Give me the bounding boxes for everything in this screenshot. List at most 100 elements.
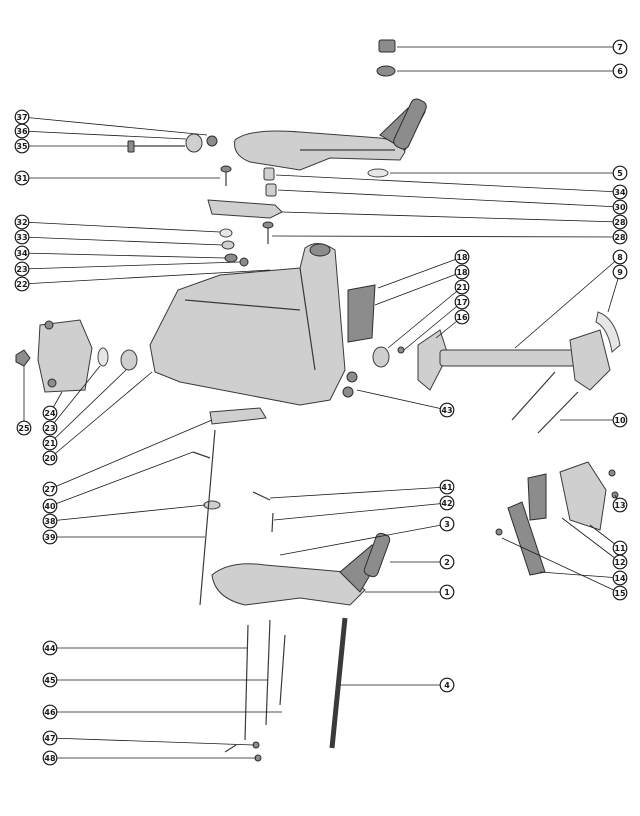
leader-line-47 bbox=[49, 737, 255, 746]
callout-43: 43 bbox=[439, 402, 455, 418]
leader-line-18 bbox=[377, 256, 463, 289]
part-39-rod bbox=[199, 429, 216, 606]
part-23-ring bbox=[97, 347, 109, 367]
callout-18: 18 bbox=[454, 249, 470, 265]
part-37-nut bbox=[206, 135, 218, 147]
callout-number: 45 bbox=[44, 676, 56, 685]
part-9-bushing bbox=[595, 311, 621, 353]
callout-23: 23 bbox=[42, 420, 58, 436]
callout-number: 30 bbox=[614, 203, 626, 212]
leader-line-34 bbox=[21, 252, 226, 259]
callout-number: 21 bbox=[456, 283, 468, 292]
part-28-link bbox=[207, 199, 283, 219]
callout-number: 47 bbox=[44, 734, 55, 743]
callout-number: 46 bbox=[44, 708, 56, 717]
callout-circle bbox=[439, 677, 455, 693]
callout-circle bbox=[42, 672, 58, 688]
callout-number: 25 bbox=[18, 424, 30, 433]
callout-11: 11 bbox=[612, 540, 628, 556]
part-10-bolt-b bbox=[537, 391, 579, 434]
callout-35: 35 bbox=[14, 138, 30, 154]
callout-40: 40 bbox=[42, 498, 58, 514]
callout-8: 8 bbox=[612, 249, 628, 265]
leader-line-21 bbox=[387, 286, 463, 349]
leader-line-28 bbox=[281, 211, 621, 223]
callout-number: 14 bbox=[614, 574, 626, 583]
part-30-bushing bbox=[265, 183, 277, 197]
callout-circle bbox=[42, 704, 58, 720]
callout-circle bbox=[612, 184, 628, 200]
part-31-screw bbox=[220, 165, 232, 186]
callout-circle bbox=[42, 750, 58, 766]
callout-circle bbox=[42, 529, 58, 545]
leader-line-20 bbox=[49, 371, 153, 459]
leader-line-42 bbox=[273, 502, 448, 521]
part-26-nut bbox=[15, 349, 31, 367]
callout-number: 9 bbox=[617, 268, 623, 277]
callout-number: 21 bbox=[44, 439, 56, 448]
callout-45: 45 bbox=[42, 672, 58, 688]
callout-21: 21 bbox=[454, 279, 470, 295]
callout-number: 11 bbox=[614, 544, 626, 553]
leader-line-15 bbox=[501, 537, 621, 594]
callout-number: 18 bbox=[456, 268, 468, 277]
callout-30: 30 bbox=[612, 199, 628, 215]
part-41-spring bbox=[252, 491, 271, 501]
callout-number: 10 bbox=[614, 416, 626, 425]
callout-32: 32 bbox=[14, 214, 30, 230]
callout-circle bbox=[42, 435, 58, 451]
callout-41: 41 bbox=[439, 479, 455, 495]
callout-number: 38 bbox=[44, 517, 56, 526]
leader-line-23 bbox=[21, 261, 241, 270]
part-7-nut bbox=[378, 39, 396, 53]
part-43-nut-b bbox=[342, 386, 354, 398]
callout-34: 34 bbox=[14, 245, 30, 261]
callout-circle bbox=[454, 264, 470, 280]
callout-15: 15 bbox=[612, 585, 628, 601]
part-35-bolt bbox=[127, 140, 185, 153]
part-40-pin bbox=[192, 451, 211, 459]
callout-number: 28 bbox=[614, 218, 626, 227]
callout-18: 18 bbox=[454, 264, 470, 280]
callout-circle bbox=[14, 138, 30, 154]
part-16-bracket bbox=[417, 329, 449, 391]
callout-circle bbox=[14, 123, 30, 139]
callout-circle bbox=[612, 165, 628, 181]
callout-circle bbox=[14, 261, 30, 277]
leader-line-38 bbox=[49, 504, 206, 522]
callout-20: 20 bbox=[42, 450, 58, 466]
leader-line-30 bbox=[277, 189, 621, 208]
callout-9: 9 bbox=[612, 264, 628, 280]
leader-line-36 bbox=[21, 130, 187, 140]
part-46-rod bbox=[279, 634, 286, 706]
leader-line-41 bbox=[269, 486, 448, 499]
callout-circle bbox=[439, 554, 455, 570]
callout-25: 25 bbox=[16, 420, 32, 436]
callout-number: 16 bbox=[456, 313, 468, 322]
callout-number: 2 bbox=[444, 558, 450, 567]
callout-23: 23 bbox=[14, 261, 30, 277]
part-18-plate bbox=[347, 284, 376, 343]
callout-circle bbox=[14, 276, 30, 292]
callout-47: 47 bbox=[42, 730, 58, 746]
callout-circle bbox=[612, 214, 628, 230]
callout-number: 22 bbox=[16, 280, 27, 289]
callout-2: 2 bbox=[439, 554, 455, 570]
part-21-bearing bbox=[120, 349, 138, 371]
part-28-pin bbox=[262, 221, 274, 244]
callout-number: 34 bbox=[614, 188, 626, 197]
callout-number: 43 bbox=[441, 406, 452, 415]
callout-4: 4 bbox=[439, 677, 455, 693]
callout-circle bbox=[42, 405, 58, 421]
callout-circle bbox=[454, 249, 470, 265]
callout-22: 22 bbox=[14, 276, 30, 292]
part-8-shaft bbox=[439, 329, 611, 391]
part-23-nut bbox=[239, 257, 249, 267]
callout-number: 48 bbox=[44, 754, 56, 763]
part-33-washer bbox=[221, 240, 235, 250]
part-6-washer bbox=[376, 65, 396, 77]
callout-number: 32 bbox=[16, 218, 27, 227]
callout-circle bbox=[16, 420, 32, 436]
callout-42: 42 bbox=[439, 495, 455, 511]
callout-37: 37 bbox=[14, 109, 30, 125]
